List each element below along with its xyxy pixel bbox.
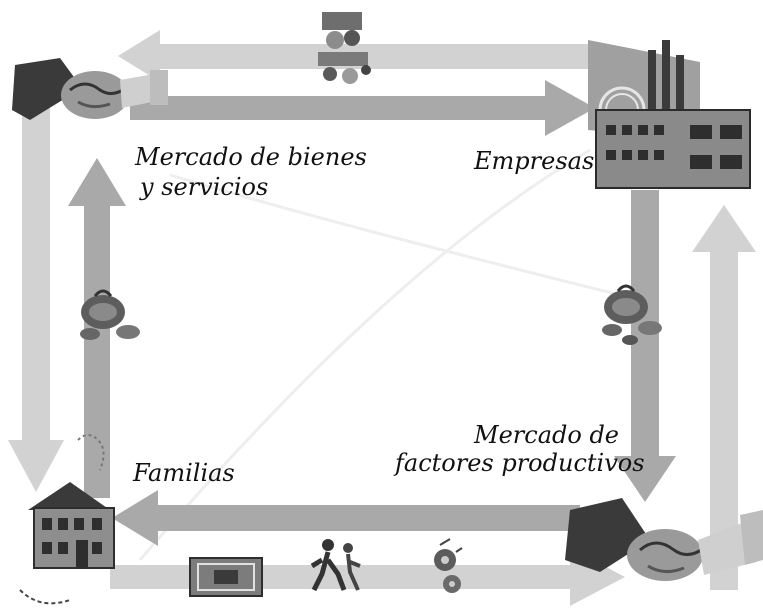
background-lines	[138, 148, 641, 561]
arrow-left-up	[68, 158, 126, 498]
handshake-icon	[12, 58, 168, 120]
arrow-bottom-right	[110, 548, 625, 606]
arrow-bottom-left	[112, 490, 580, 546]
label-familias: Familias	[133, 459, 235, 487]
arrow-left-down	[8, 90, 64, 492]
goods-icon	[318, 12, 371, 84]
gear-icon	[434, 538, 463, 593]
money-bag-icon	[602, 284, 662, 345]
money-bag-icon	[80, 289, 140, 340]
arrow-top-right	[130, 80, 595, 136]
arrow-top-left	[118, 30, 600, 82]
label-mercado-factores-line2: factores productivos	[395, 449, 645, 477]
banknote-icon	[189, 557, 263, 597]
factory-icon	[588, 40, 751, 189]
label-mercado-bienes-line1: Mercado de bienes	[135, 143, 367, 171]
worker-icon	[310, 539, 361, 592]
label-mercado-factores-line1: Mercado de	[474, 421, 620, 449]
handshake-icon	[565, 498, 763, 581]
label-mercado-bienes-line2: y servicios	[140, 173, 269, 201]
label-empresas: Empresas	[474, 147, 595, 175]
house-icon	[19, 434, 115, 605]
